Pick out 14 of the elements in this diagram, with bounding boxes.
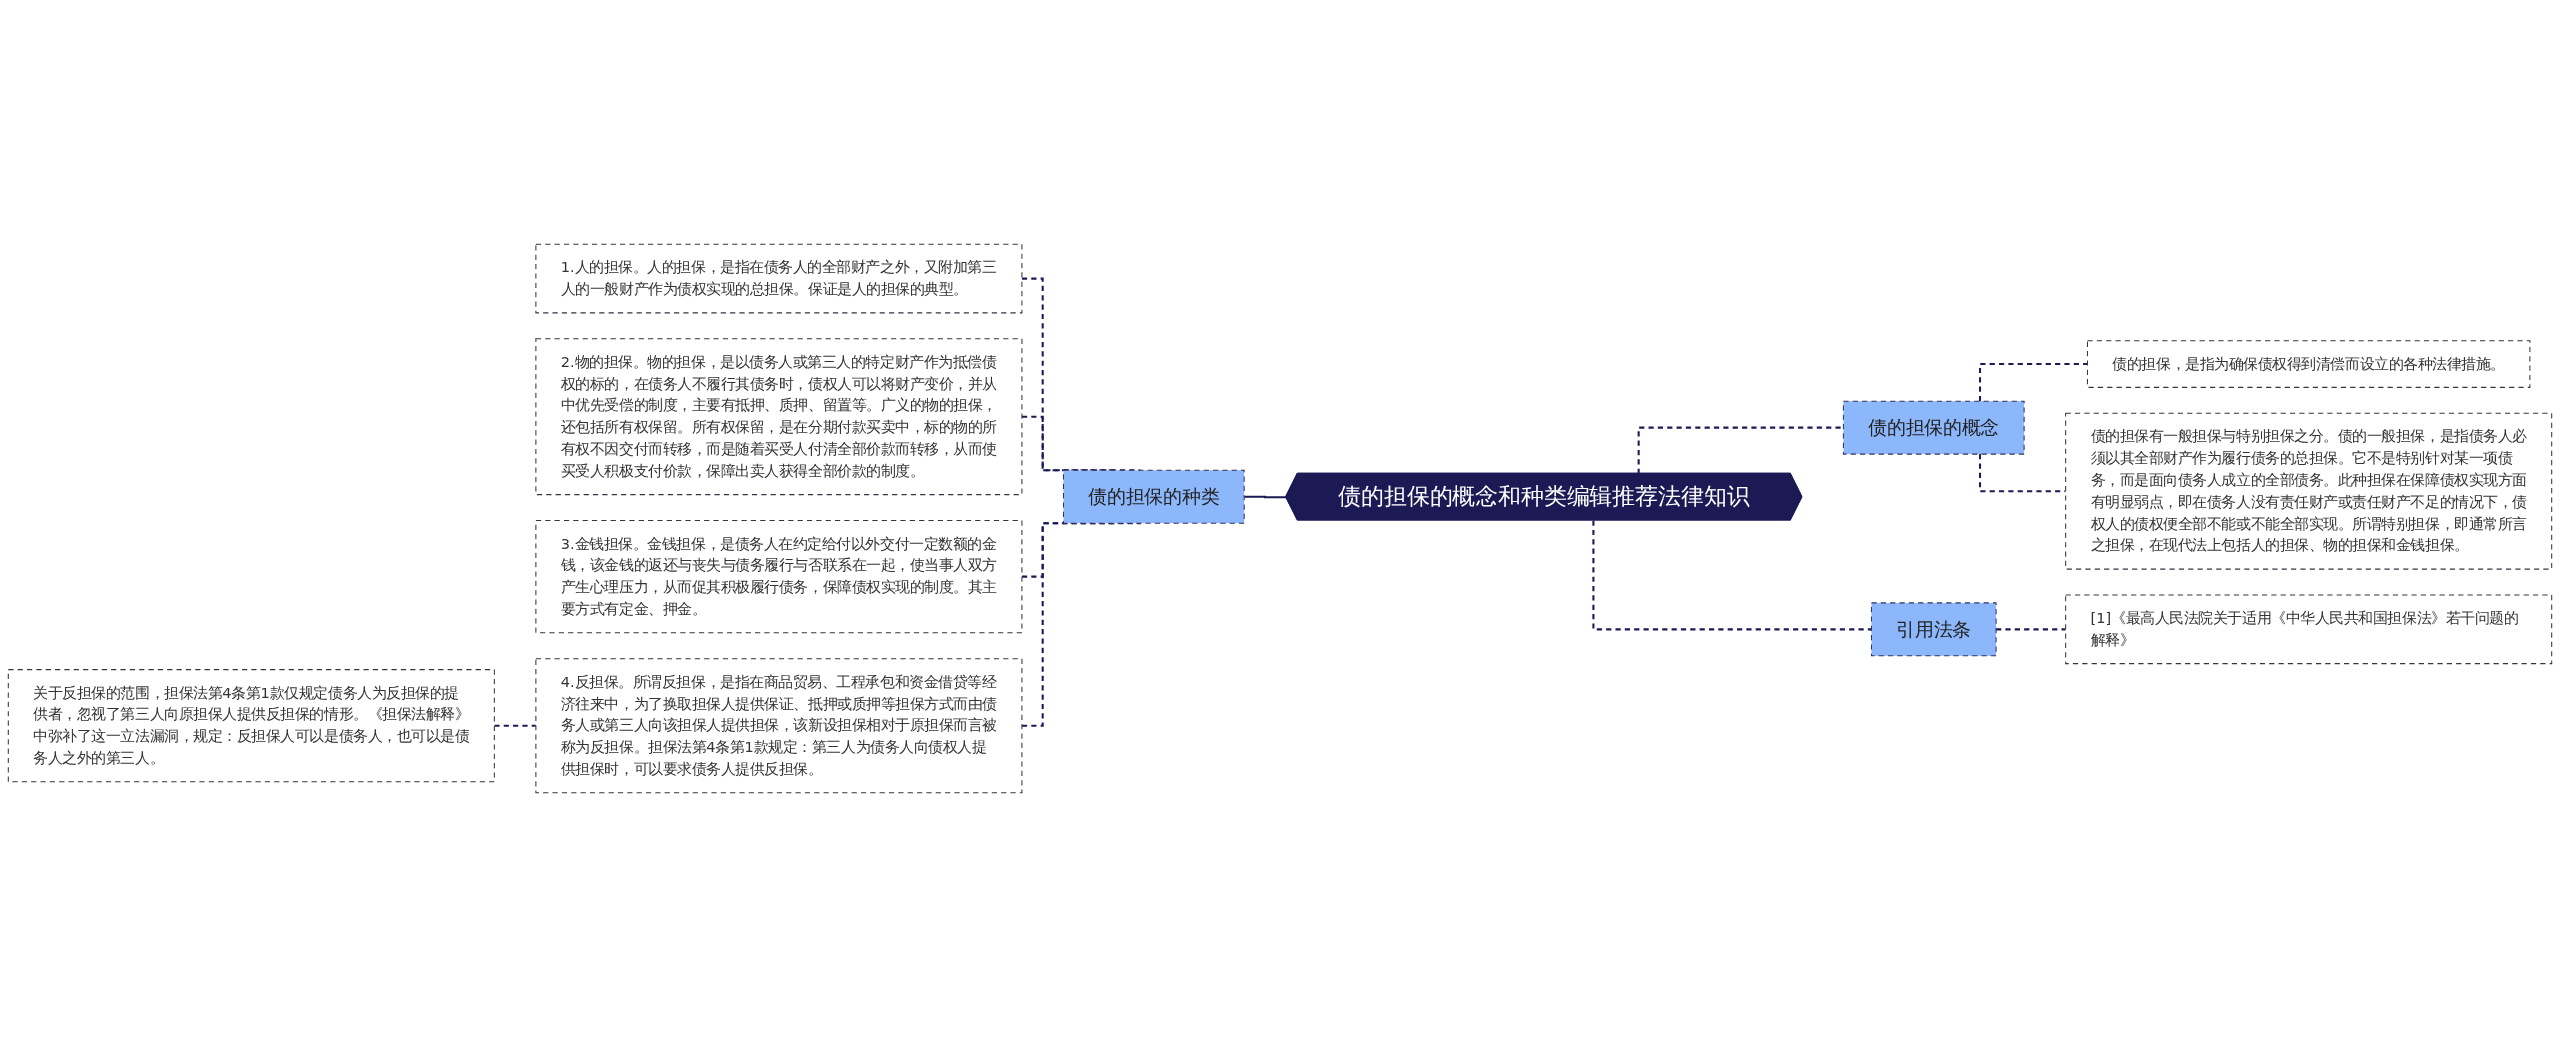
node-box: [1]《最高人民法院关于适用《中华人民共和国担保法》若干问题的解释》: [2065, 594, 2553, 665]
node-box: 债的担保有一般担保与特别担保之分。债的一般担保，是指债务人必须以其全部财产作为履行债务的总担保。它不是特别针对某一项债务，而是面向债务人成立的全部债务。此种担保在保障债权实现方面有明显弱点，即在债务人没有责任财产或责任财产不足的情况下，债权人的债权便全部不能或不能全部实现。所谓特别担保，即通常所言之担保，在现代法上包括人的担保、物的担保和金钱担保。: [2065, 412, 2553, 570]
node-box: 4.反担保。所谓反担保，是指在商品贸易、工程承包和资金借贷等经济往来中，为了换取担保人提供保证、抵押或质押等担保方式而由债务人或第三人向该担保人提供担保，该新设担保相对于原担保而言被称为反担保。担保法第4条第1款规定：第三人为债务人向债权人提供担保时，可以要求债务人提供反担保。: [535, 658, 1023, 794]
node-box: 债的担保的概念: [1842, 400, 2025, 455]
node-box: 债的担保的种类: [1062, 469, 1245, 524]
node-box: 关于反担保的范围，担保法第4条第1款仅规定债务人为反担保的提供者，忽视了第三人向原担保人提供反担保的情形。《担保法解释》中弥补了这一立法漏洞，规定：反担保人可以是债务人，也可以是债务人之外的第三人。: [7, 669, 495, 783]
connector: [1637, 426, 1844, 474]
connector: [1592, 520, 1872, 631]
node-box: 引用法条: [1870, 602, 1997, 657]
node-box: 债的担保，是指为确保债权得到清偿而设立的各种法律措施。: [2086, 340, 2531, 388]
node-box: 1.人的担保。人的担保，是指在债务人的全部财产之外，又附加第三人的一般财产作为债权实现的总担保。保证是人的担保的典型。: [535, 243, 1023, 314]
node-box: 2.物的担保。物的担保，是以债务人或第三人的特定财产作为抵偿债权的标的，在债务人不履行其债务时，债权人可以将财产变价，并从中优先受偿的制度，主要有抵押、质押、留置等。广义的物的担保，还包括所有权保留。所有权保留，是在分期付款买卖中，标的物的所有权不因交付而转移，而是随着买受人付清全部价款而转移，从而使买受人积极支付价款，保障出卖人获得全部价款的制度。: [535, 338, 1023, 496]
node-box: 3.金钱担保。金钱担保，是债务人在约定给付以外交付一定数额的金钱，该金钱的返还与丧失与债务履行与否联系在一起，使当事人双方产生心理压力，从而促其积极履行债务，保障债权实现的制度。其主要方式有定金、押金。: [535, 520, 1023, 634]
connector: [1979, 362, 2088, 402]
